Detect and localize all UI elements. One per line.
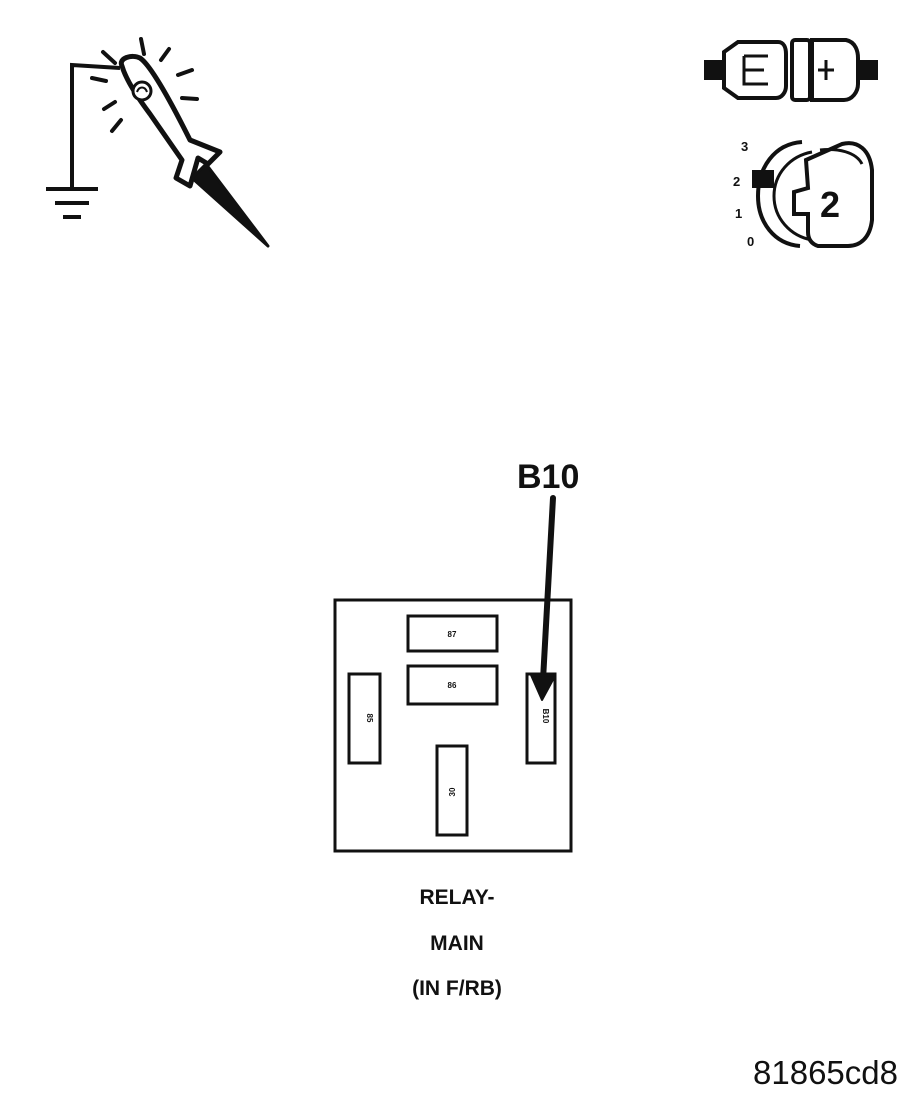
pointer-arrow: [530, 495, 556, 701]
disconnect-connector-icon: [704, 38, 878, 102]
ignition-position-1: 1: [735, 206, 742, 221]
ground-symbol-icon: [46, 187, 98, 219]
test-light-icon: [46, 37, 270, 248]
terminal-86: [406, 664, 499, 706]
ignition-position-0: 0: [747, 234, 754, 249]
terminal-30-label: 30: [448, 787, 457, 796]
ignition-position-3: 3: [741, 139, 748, 154]
relay-terminals: [347, 614, 557, 837]
light-rays: [90, 37, 199, 133]
terminal-30: [435, 744, 469, 837]
terminal-b10-label: B10: [541, 709, 550, 724]
terminal-86-label: 86: [448, 681, 457, 690]
pointer-label: B10: [517, 458, 579, 496]
relay-caption-line-2: MAIN: [430, 932, 484, 955]
relay-caption-line-1: RELAY-: [419, 886, 494, 909]
terminal-87: [406, 614, 499, 653]
ground-wire: [70, 62, 121, 188]
probe-body: [118, 53, 270, 248]
relay-caption-line-3: (IN F/RB): [412, 977, 502, 1000]
ignition-key-position: 2: [820, 184, 840, 225]
terminal-87-label: 87: [448, 630, 457, 639]
terminal-85-label: 85: [365, 714, 374, 723]
ignition-position-2: 2: [733, 174, 740, 189]
ignition-scale: 3 2 1 0: [733, 139, 754, 249]
relay-caption: RELAY- MAIN (IN F/RB): [412, 886, 502, 1000]
ignition-key-icon: 3 2 1 0 2: [733, 139, 874, 249]
terminal-85: [347, 672, 382, 765]
figure-id: 81865cd8: [753, 1054, 898, 1091]
relay-diagram: B10 87 86 85 B10 30 RELAY- MAIN (: [333, 458, 579, 1000]
